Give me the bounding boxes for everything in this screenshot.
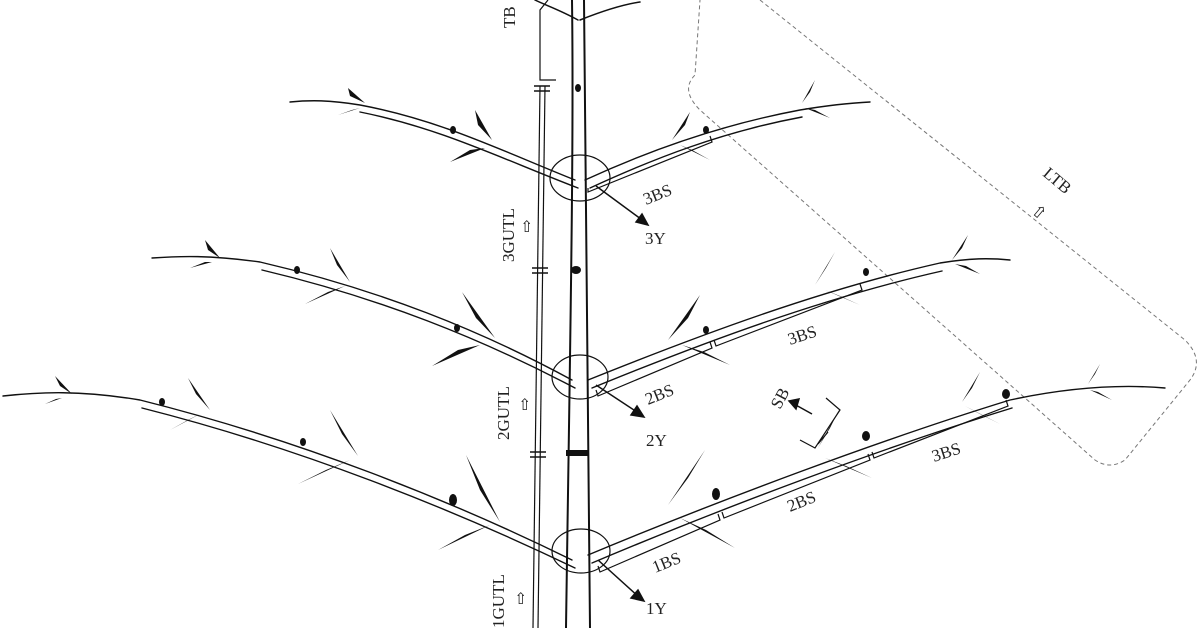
ltb-arrow-icon: ⇧ xyxy=(1027,201,1050,225)
trunk xyxy=(565,0,574,628)
gutl1-arrow-icon: ⇧ xyxy=(514,591,527,608)
label-1bs: 1BS xyxy=(649,548,683,577)
tb-bracket xyxy=(539,0,556,81)
label-3bs-upper: 3BS xyxy=(640,180,674,209)
trunk-nodes xyxy=(566,84,588,456)
label-tb: TB xyxy=(500,6,519,28)
y-arrows xyxy=(595,185,813,603)
gutl-separators xyxy=(530,85,550,458)
gutl-arrows: ⇧ ⇧ ⇧ xyxy=(514,219,533,608)
label-2y: 2Y xyxy=(646,431,667,450)
trunk-right-edge xyxy=(583,0,591,628)
label-2bs-middle: 2BS xyxy=(642,380,676,409)
gutl2-arrow-icon: ⇧ xyxy=(518,397,531,414)
label-3y: 3Y xyxy=(645,229,666,248)
gutl-guide-line-right xyxy=(537,85,546,628)
label-1y: 1Y xyxy=(646,599,667,618)
tier-1-branches xyxy=(2,364,1166,574)
label-3bs-lower: 3BS xyxy=(929,439,963,466)
trunk-top-branch xyxy=(534,0,641,21)
label-3bs-middle: 3BS xyxy=(785,322,819,349)
ltb-outline xyxy=(688,0,1197,466)
label-2gutl: 2GUTL xyxy=(494,386,513,440)
tier-2-branches xyxy=(151,235,1011,400)
gutl3-arrow-icon: ⇧ xyxy=(520,219,533,236)
label-sb: SB xyxy=(767,385,794,412)
label-1gutl: 1GUTL xyxy=(489,574,508,628)
label-3gutl: 3GUTL xyxy=(499,208,518,262)
label-ltb: LTB xyxy=(1039,164,1075,198)
tier-3-branches xyxy=(289,80,871,202)
gutl-guide-line xyxy=(532,85,541,628)
